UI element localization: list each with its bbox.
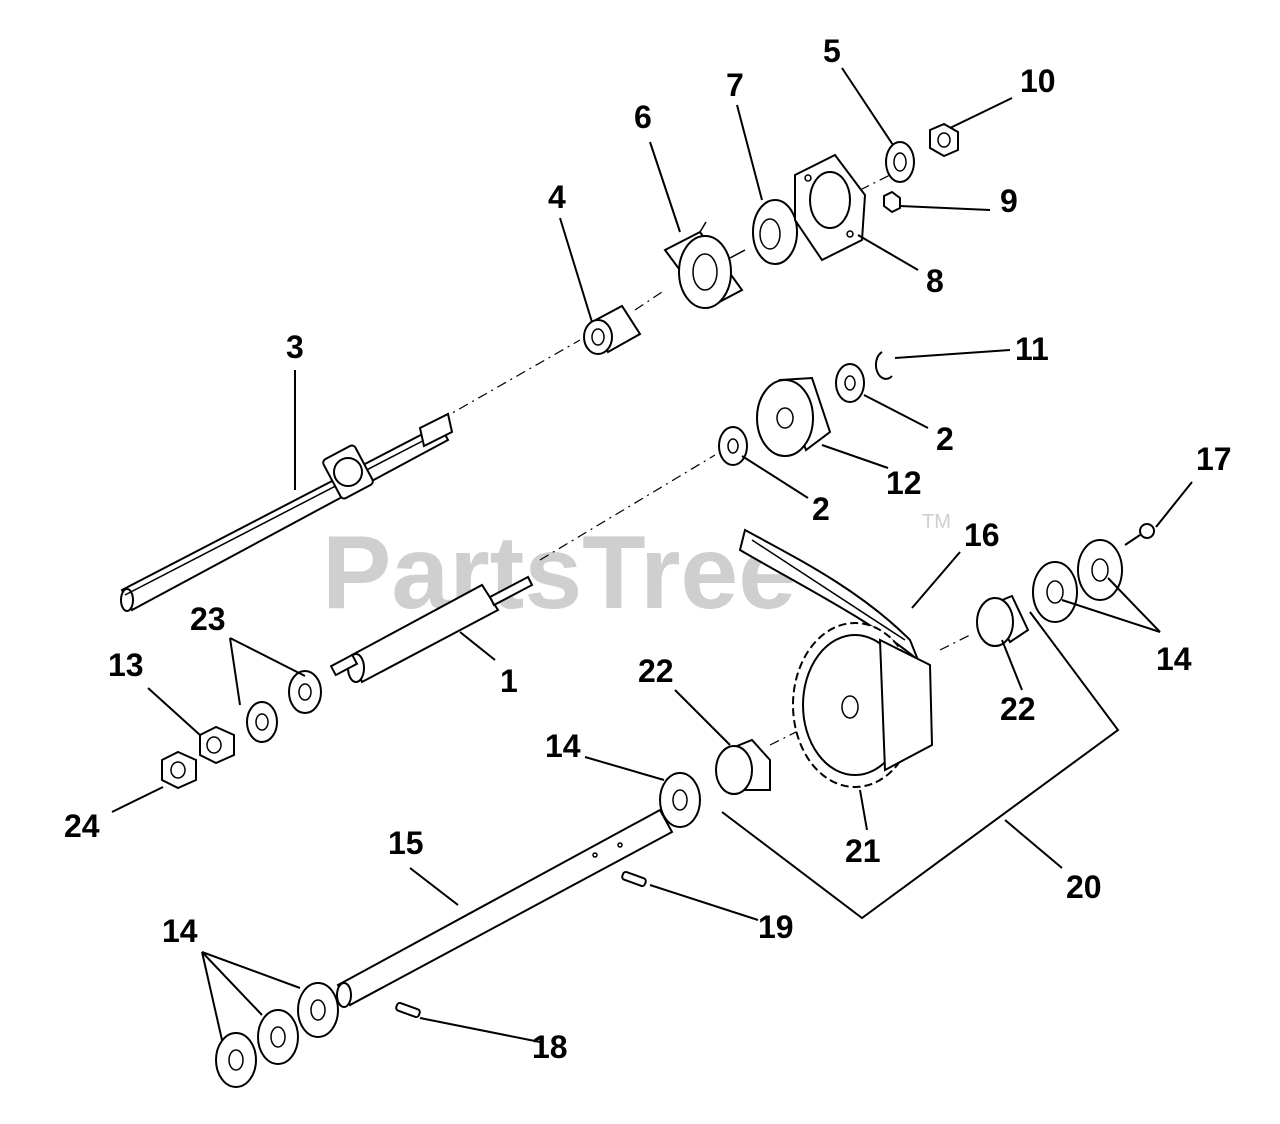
callout-10: 10 [1020,63,1056,99]
callout-2-top: 2 [936,421,954,457]
callout-9: 9 [1000,183,1018,219]
callout-13: 13 [108,647,144,683]
part-19-pin [621,870,647,888]
callout-19: 19 [758,909,794,945]
callout-labels: 3 4 6 7 5 10 9 8 11 2 12 2 16 17 14 22 2… [64,33,1232,1065]
callout-1: 1 [500,663,518,699]
part-22-bushing-right [976,594,1030,647]
part-9-nut [883,190,901,214]
part-17-grease-fitting [1124,523,1155,546]
callout-15: 15 [388,825,424,861]
part-14-washers-bottom [215,982,339,1088]
part-4-spacer [583,304,642,355]
part-2-washer-top [835,363,865,403]
callout-4: 4 [548,179,566,215]
part-12-roller [756,376,832,457]
watermark-text: PartsTree [322,515,796,631]
part-13-nut [199,725,235,765]
part-21-sprocket [792,622,934,788]
part-24-nut [161,750,197,790]
assembly-20-bracket [721,611,1120,920]
watermark-trademark: TM [922,511,951,533]
callout-3: 3 [286,329,304,365]
part-22-bushing-left [715,738,771,795]
part-18-pin [395,1001,421,1019]
part-6-flange [663,221,746,310]
callout-14-center: 14 [545,728,581,764]
callout-11: 11 [1015,331,1049,367]
part-14-washers-right [1032,539,1123,623]
part-1-axle [329,575,534,684]
callout-8: 8 [926,263,944,299]
callout-2-lower: 2 [812,491,830,527]
part-2-washer-lower [718,426,748,466]
callout-18: 18 [532,1029,568,1065]
part-15-shaft [336,808,674,1008]
callout-17: 17 [1196,441,1232,477]
part-5-washer [885,141,915,183]
callout-23: 23 [190,601,226,637]
callout-7: 7 [726,67,744,103]
part-10-nut [929,122,959,158]
callout-24: 24 [64,808,100,844]
assembly-axis-lines [439,174,971,746]
part-11-eclip [874,351,893,380]
callout-5: 5 [823,33,841,69]
callout-16: 16 [964,517,1000,553]
part-23-washers [246,670,322,743]
part-7-bearing [752,199,798,265]
callout-6: 6 [634,99,652,135]
part-8-plate [794,153,867,262]
callout-22-left: 22 [638,653,674,689]
part-14-washer-center [659,772,701,828]
callout-20: 20 [1066,869,1102,905]
part-3-shaft [120,412,454,612]
leader-lines [111,67,1193,1043]
callout-12: 12 [886,465,922,501]
callout-22-right: 22 [1000,691,1036,727]
callout-14-right: 14 [1156,641,1192,677]
callout-21: 21 [845,833,881,869]
callout-14-bottom: 14 [162,913,198,949]
